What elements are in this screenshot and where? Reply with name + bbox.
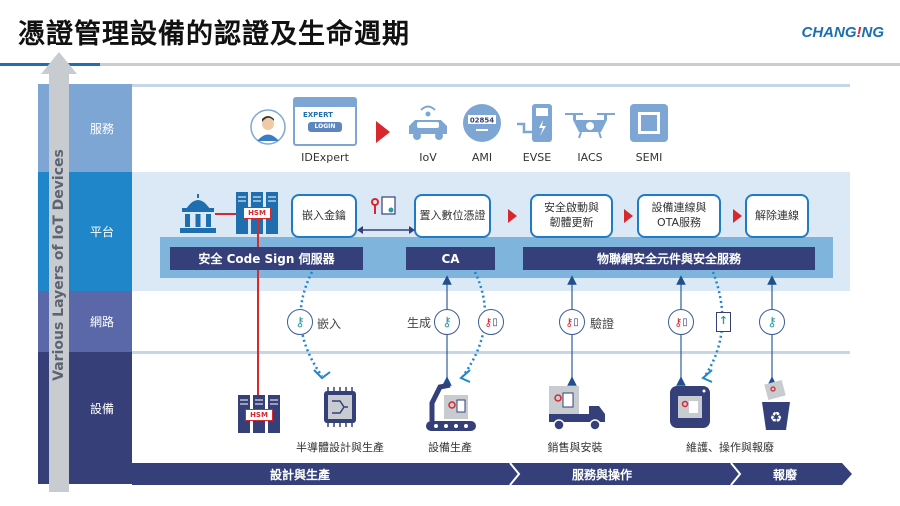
- changing-logo: CHANG!NG: [801, 24, 885, 41]
- layer-label-service: 服務: [89, 121, 114, 136]
- page-title: 憑證管理設備的認證及生命週期: [18, 19, 410, 50]
- stage-service-operation: 服務與操作: [571, 468, 633, 482]
- smart-meter-ami-icon: 02854: [463, 104, 501, 142]
- iot-secure-element-bar: 物聯網安全元件與安全服務: [523, 247, 815, 270]
- ev-charger-evse-icon: [517, 104, 552, 142]
- layer-label-platform: 平台: [89, 225, 114, 239]
- service-label-ami: AMI: [471, 151, 493, 164]
- recycle-bin-icon: ♻: [762, 380, 790, 430]
- layer-label-device: 設備: [89, 401, 114, 416]
- key-certificate-icon: ⚷▯: [668, 309, 694, 335]
- hsm-badge: HSM: [243, 207, 271, 219]
- svg-text:♻: ♻: [770, 410, 783, 426]
- service-label-iacs: IACS: [577, 151, 603, 164]
- lifecycle-stage-bar: [132, 463, 852, 485]
- car-iov-icon: [409, 105, 447, 140]
- key-certificate-exchange-arrow: [357, 196, 415, 234]
- embed-label: 嵌入: [317, 317, 342, 331]
- flow-arrow-icon: [624, 209, 633, 223]
- row-divider: [132, 84, 850, 87]
- user-avatar-icon: [250, 109, 286, 145]
- semiconductor-chip-icon: [324, 387, 356, 427]
- chip-semi-icon: [630, 104, 668, 142]
- idexpert-brand: EXPERT: [303, 111, 333, 119]
- key-icon: ⚷: [759, 309, 785, 335]
- hsm-badge: HSM: [245, 409, 273, 421]
- layer-label-network: 網路: [89, 315, 114, 329]
- idexpert-label: IDExpert: [301, 151, 349, 164]
- flow-arrow-icon: [508, 209, 517, 223]
- flow-arrow-icon: [376, 121, 390, 143]
- stage-design-production: 設計與生產: [269, 468, 331, 482]
- step-embed-key: 嵌入金鑰: [291, 194, 357, 238]
- connector-line: [215, 213, 245, 215]
- step-device-connect-ota: 設備連線與 OTA服務: [637, 194, 721, 238]
- service-label-iov: IoV: [419, 151, 437, 164]
- device-label-semiconductor: 半導體設計與生產: [296, 441, 384, 454]
- step-secure-boot-firmware: 安全啟動與 韌體更新: [530, 194, 613, 238]
- flow-arrow-icon: [733, 209, 742, 223]
- generate-label: 生成: [407, 316, 432, 330]
- device-label-sales: 銷售與安裝: [547, 441, 603, 454]
- hsm-server-icon: [236, 192, 278, 234]
- secure-device-icon: [670, 386, 710, 428]
- device-label-maintenance: 維護、操作與報廢: [686, 441, 774, 454]
- step-install-certificate: 置入數位憑證: [414, 194, 491, 238]
- device-label-production: 設備生產: [428, 441, 472, 454]
- step-disconnect: 解除連線: [745, 194, 809, 238]
- robot-arm-production-icon: [426, 383, 476, 431]
- key-icon: ⚷: [434, 309, 460, 335]
- service-label-evse: EVSE: [522, 151, 552, 164]
- bank-building-icon: [180, 194, 216, 233]
- row-divider: [132, 351, 850, 354]
- svg-text:02854: 02854: [470, 117, 494, 125]
- delivery-truck-icon: [549, 386, 605, 431]
- stage-decommission: 報廢: [772, 468, 798, 482]
- idexpert-login-window: EXPERT LOGIN: [293, 97, 357, 146]
- vertical-axis-arrow: [41, 52, 77, 492]
- firmware-upload-icon: ↑: [716, 312, 731, 332]
- verify-label: 驗證: [590, 317, 615, 331]
- hsm-link-line: [257, 219, 259, 409]
- ca-bar: CA: [406, 247, 495, 270]
- key-icon: ⚷: [287, 309, 313, 335]
- key-certificate-icon: ⚷▯: [478, 309, 504, 335]
- drone-iacs-icon: [565, 113, 615, 139]
- code-sign-server-bar: 安全 Code Sign 伺服器: [170, 247, 363, 270]
- header-divider: [0, 63, 900, 66]
- service-label-semi: SEMI: [635, 151, 663, 164]
- key-certificate-icon: ⚷▯: [559, 309, 585, 335]
- axis-label: Various Layers of IoT Devices: [51, 149, 67, 381]
- login-button[interactable]: LOGIN: [308, 122, 342, 132]
